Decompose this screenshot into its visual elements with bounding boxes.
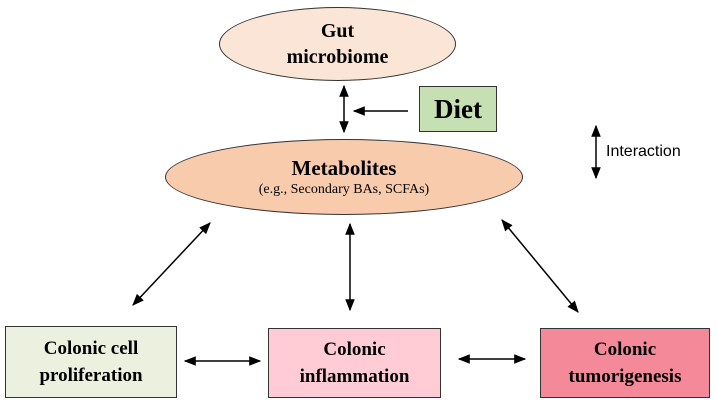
proliferation-line1: Colonic cell [43, 338, 139, 359]
diet-label: Diet [434, 94, 482, 124]
tumorigenesis-line1: Colonic [593, 339, 657, 360]
inflammation-line2: inflammation [299, 366, 410, 387]
metabolites-title: Metabolites [291, 156, 397, 180]
metabolites-subtitle: (e.g., Secondary BAs, SCFAs) [258, 182, 430, 197]
gut-microbiome-line2: microbiome [286, 46, 389, 68]
tumorigenesis-line2: tumorigenesis [568, 366, 682, 387]
gut-microbiome-node: Gut microbiome [219, 7, 456, 81]
diet-node: Diet [419, 86, 497, 132]
metabolites-node: Metabolites (e.g., Secondary BAs, SCFAs) [165, 139, 523, 215]
legend-label: Interaction [606, 143, 681, 160]
tumorigenesis-node: Colonic tumorigenesis [540, 328, 710, 398]
proliferation-node: Colonic cell proliferation [5, 326, 177, 398]
inflammation-node: Colonic inflammation [268, 328, 441, 398]
arrow-metabolites-proliferation [132, 222, 211, 306]
gut-microbiome-line1: Gut [320, 20, 355, 42]
inflammation-line1: Colonic [323, 339, 386, 360]
arrow-metabolites-tumorigenesis [501, 219, 579, 313]
proliferation-line2: proliferation [39, 365, 143, 386]
